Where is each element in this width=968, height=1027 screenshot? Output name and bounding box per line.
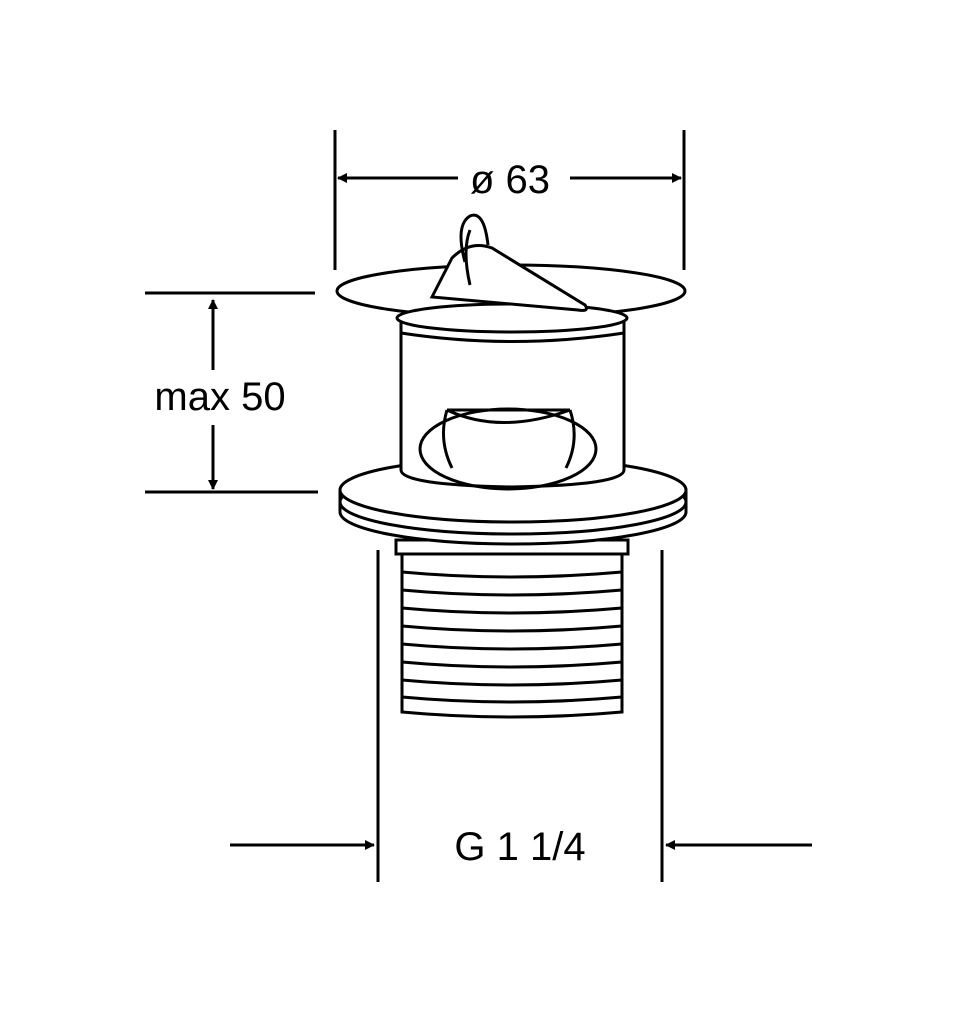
- stopper-cylinder: [395, 302, 629, 491]
- diameter-label: ø 63: [470, 158, 550, 202]
- threaded-shank: [394, 538, 630, 719]
- height-label: max 50: [154, 375, 285, 419]
- stopper-knob: [429, 213, 588, 312]
- drain-body: [335, 213, 688, 719]
- height-dimension: max 50: [145, 291, 318, 494]
- diameter-dimension: ø 63: [333, 130, 686, 270]
- thread-dimension: G 1 1/4: [230, 550, 812, 882]
- thread-label: G 1 1/4: [454, 825, 585, 869]
